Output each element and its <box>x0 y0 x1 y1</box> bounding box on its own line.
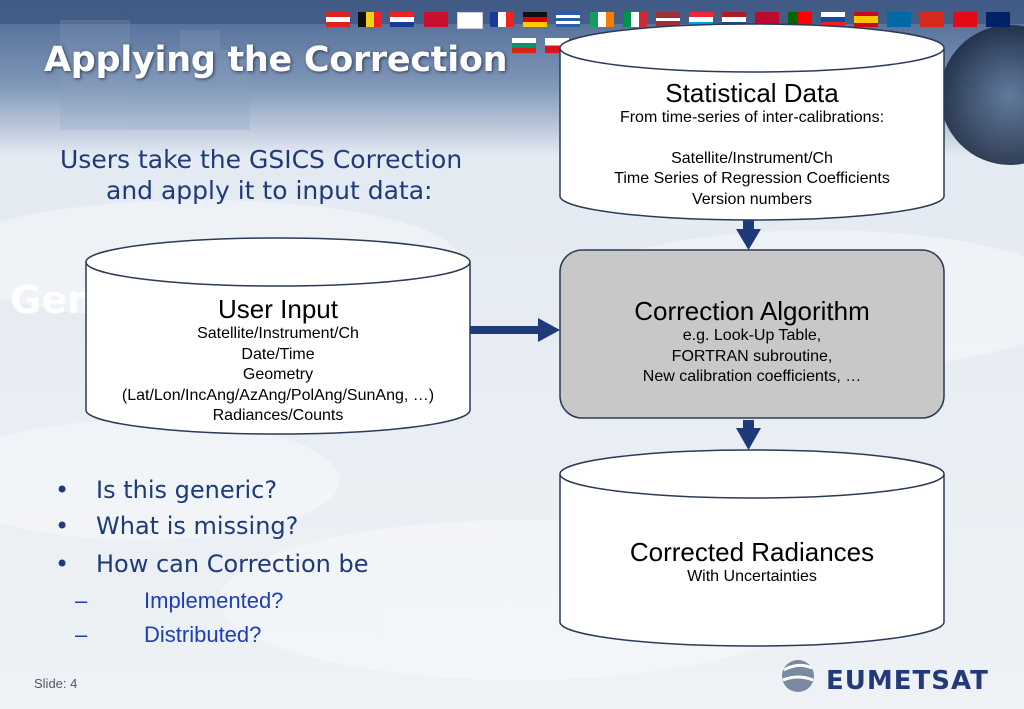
germany-flag-icon <box>523 12 547 27</box>
statistical-data-cylinder <box>559 23 945 221</box>
dash-icon: – <box>75 622 88 647</box>
arrow-algorithm-to-radiances <box>736 420 761 450</box>
bullet-dot-icon: • <box>55 550 70 578</box>
arrow-input-to-algorithm <box>470 318 560 342</box>
correction-algorithm-line: e.g. Look-Up Table, <box>682 327 822 344</box>
corrected-radiances-line: With Uncertainties <box>687 568 817 585</box>
sub-bullet-text: Distributed? <box>144 622 262 647</box>
switzerland-flag-icon <box>920 12 944 27</box>
ireland-flag-icon <box>590 12 614 27</box>
bullet-text: Is this generic? <box>96 476 278 504</box>
croatia-flag-icon <box>390 12 414 27</box>
correction-algorithm-title: Correction Algorithm <box>634 296 870 326</box>
netherlands-flag-icon <box>722 12 746 27</box>
turkey-flag-icon <box>953 12 977 27</box>
user-input-line: (Lat/Lon/IncAng/AzAng/PolAng/SunAng, …) <box>121 386 435 404</box>
intro-text: Users take the GSICS Correction and appl… <box>60 144 470 206</box>
correction-algorithm-text: Correction Algorithm e.g. Look-Up Table,… <box>560 296 944 388</box>
bullet-dot-icon: • <box>55 476 70 504</box>
france-flag-icon <box>490 12 514 27</box>
statistical-data-line: Version numbers <box>691 190 813 208</box>
arrow-stats-to-algorithm <box>736 220 761 250</box>
statistical-data-title: Statistical Data <box>665 78 839 108</box>
austria-flag-icon <box>326 12 350 27</box>
statistical-data-line: Time Series of Regression Coefficients <box>614 170 890 187</box>
eumetsat-logo-text: EUMETSAT <box>826 666 989 696</box>
intro-line-1: Users take the GSICS Correction <box>60 145 463 174</box>
spain-flag-icon <box>854 12 878 27</box>
user-input-line: Satellite/Instrument/Ch <box>197 325 359 342</box>
correction-algorithm-line: New calibration coefficients, … <box>642 368 862 385</box>
corrected-radiances-title: Corrected Radiances <box>629 537 875 567</box>
statistical-data-line: Satellite/Instrument/Ch <box>671 149 833 167</box>
bulgaria-flag-icon <box>512 38 536 53</box>
latvia-flag-icon <box>656 12 680 27</box>
belgium-flag-icon <box>358 12 382 27</box>
corrected-radiances-cylinder <box>559 449 945 647</box>
user-input-cylinder <box>85 237 471 435</box>
statistical-data-line: From time-series of inter-calibrations: <box>619 109 885 126</box>
user-input-line: Geometry <box>242 366 314 383</box>
eumetsat-globe-icon <box>782 660 814 692</box>
background-heading: Gen <box>10 278 95 322</box>
correction-algorithm-box <box>559 249 945 419</box>
dash-icon: – <box>75 588 88 613</box>
bullet-text: How can Correction be <box>96 550 369 578</box>
greece-flag-icon <box>556 12 580 27</box>
slovakia-flag-icon <box>821 12 845 27</box>
user-input-line: Date/Time <box>241 345 315 363</box>
statistical-data-line <box>560 129 944 149</box>
slide-title: Applying the Correction <box>44 40 508 80</box>
sweden-flag-icon <box>887 12 911 27</box>
slide-number: Slide: 4 <box>34 676 78 691</box>
user-input-text: User Input Satellite/Instrument/Ch Date/… <box>86 294 470 427</box>
luxembourg-flag-icon <box>689 12 713 27</box>
denmark-flag-icon <box>424 12 448 27</box>
sub-bullet-text: Implemented? <box>144 588 284 613</box>
correction-algorithm-line: FORTRAN subroutine, <box>671 347 833 365</box>
finland-flag-icon <box>457 12 483 29</box>
portugal-flag-icon <box>788 12 812 27</box>
italy-flag-icon <box>623 12 647 27</box>
uk-flag-icon <box>986 12 1010 27</box>
user-input-title: User Input <box>218 294 338 324</box>
bullet-text: What is missing? <box>96 512 299 540</box>
bullet-dot-icon: • <box>55 512 70 540</box>
norway-flag-icon <box>755 12 779 27</box>
corrected-radiances-text: Corrected Radiances With Uncertainties <box>560 537 944 588</box>
intro-line-2: and apply it to input data: <box>106 176 433 205</box>
statistical-data-text: Statistical Data From time-series of int… <box>560 78 944 210</box>
user-input-line: Radiances/Counts <box>212 407 344 424</box>
